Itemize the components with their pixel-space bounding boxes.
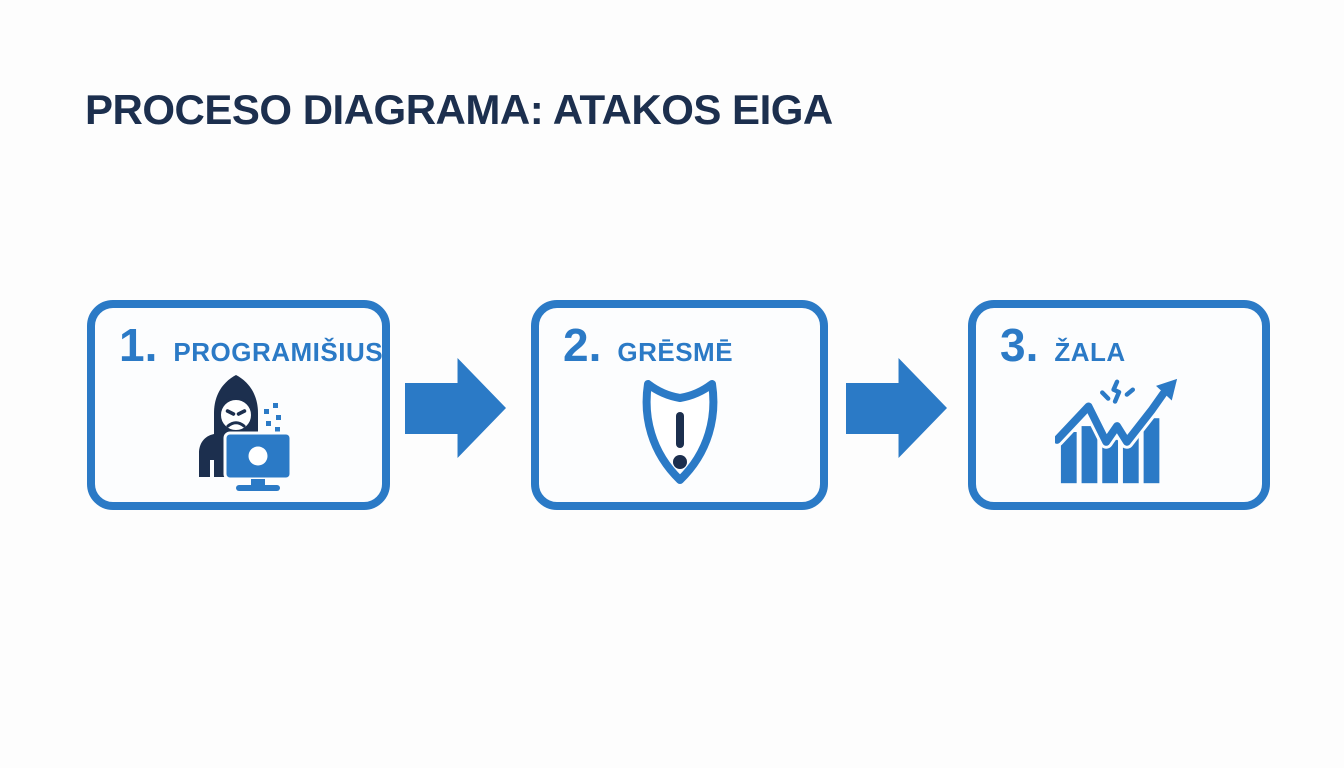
step-label: GRĒSMĒ — [617, 337, 734, 367]
icon-area — [95, 371, 382, 502]
icon-area — [539, 371, 820, 502]
step-label: PROGRAMIŠIUS — [173, 337, 384, 367]
shield-alert-icon — [642, 380, 717, 485]
hacker-at-laptop-icon — [198, 375, 292, 492]
arrow-right-icon — [405, 358, 506, 458]
damage-chart-icon — [1055, 379, 1178, 484]
arrow-right-icon — [846, 358, 947, 458]
step-header: 1. PROGRAMIŠIUS — [95, 308, 384, 371]
step-header: 3. ŽALA — [976, 308, 1262, 371]
step-box-gresme: 2. GRĒSMĒ — [531, 300, 828, 510]
step-number: 3. — [1000, 319, 1039, 371]
step-label: ŽALA — [1054, 337, 1126, 367]
step-box-zala: 3. ŽALA — [968, 300, 1270, 510]
page-title: PROCESO DIAGRAMA: ATAKOS EIGA — [85, 86, 833, 133]
step-number: 2. — [563, 319, 602, 371]
icon-area — [976, 371, 1262, 502]
step-header: 2. GRĒSMĒ — [539, 308, 820, 371]
step-number: 1. — [119, 319, 158, 371]
step-box-programisius: 1. PROGRAMIŠIUS — [87, 300, 390, 510]
